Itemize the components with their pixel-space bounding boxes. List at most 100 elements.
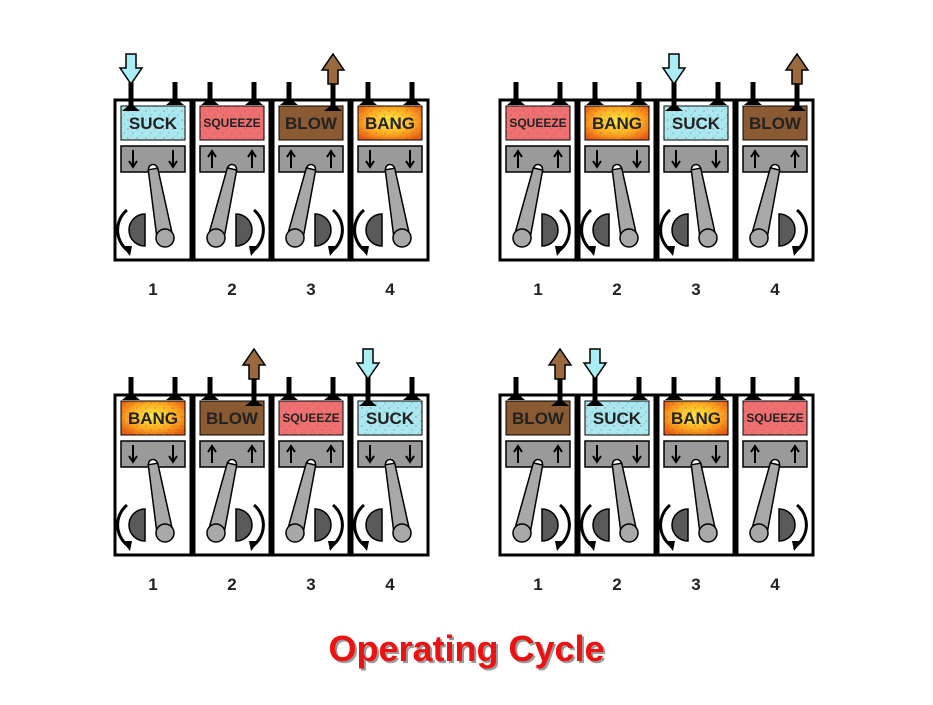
cylinder-number: 1 xyxy=(533,575,542,594)
chamber-blow xyxy=(199,400,265,436)
piston-arrow-left xyxy=(671,445,681,464)
piston-arrow-right xyxy=(632,150,642,169)
stroke-label: SUCK xyxy=(366,409,415,428)
cylinder-number: 2 xyxy=(612,280,621,299)
stroke-label: SUCK xyxy=(129,114,178,133)
piston-arrow-left xyxy=(128,150,138,169)
piston-arrow-left xyxy=(671,150,681,169)
chamber-speckle xyxy=(200,106,264,140)
intake-valve xyxy=(201,82,219,105)
rotation-arrowhead xyxy=(665,541,675,551)
piston-arrow-left xyxy=(207,444,217,463)
rotation-arrowhead xyxy=(586,541,596,551)
cylinder-number: 2 xyxy=(227,280,236,299)
stroke-label: BLOW xyxy=(749,114,802,133)
exhaust-valve xyxy=(403,377,421,400)
rotation-arrowhead xyxy=(555,246,565,256)
intake-flow-arrow xyxy=(118,53,144,86)
stroke-label: BLOW xyxy=(285,114,338,133)
piston-arrow-left xyxy=(750,444,760,463)
crank-counterweight xyxy=(541,508,559,542)
exhaust-valve xyxy=(245,82,263,105)
crank-pin xyxy=(206,228,226,248)
intake-flow-arrow xyxy=(355,348,381,381)
piston-arrow-left xyxy=(513,149,523,168)
piston-arrow-right xyxy=(168,445,178,464)
intake-valve xyxy=(744,82,762,105)
crank-counterweight xyxy=(671,508,689,542)
intake-valve xyxy=(122,377,140,400)
crank-pin xyxy=(619,523,639,543)
chamber-speckle xyxy=(664,106,728,140)
exhaust-valve xyxy=(709,82,727,105)
exhaust-valve xyxy=(245,377,263,406)
stroke-label: SQUEEZE xyxy=(282,411,339,425)
rotation-arrowhead xyxy=(122,541,132,551)
crank-counterweight xyxy=(365,508,383,542)
chamber-speckle xyxy=(743,401,807,435)
crank-counterweight xyxy=(592,213,610,247)
crank-counterweight xyxy=(671,213,689,247)
rotation-arrowhead xyxy=(586,246,596,256)
chamber-speckle xyxy=(279,401,343,435)
crank-pin xyxy=(512,228,532,248)
chamber-blow xyxy=(505,400,571,436)
rotation-arrowhead xyxy=(328,541,338,551)
piston-arrow-right xyxy=(790,444,800,463)
crank-pin xyxy=(749,523,769,543)
piston-arrow-left xyxy=(128,445,138,464)
stroke-label: BANG xyxy=(671,409,721,428)
chamber-speckle xyxy=(121,106,185,140)
exhaust-valve xyxy=(788,377,806,400)
intake-valve xyxy=(507,377,525,400)
rotation-arrowhead xyxy=(555,541,565,551)
intake-valve xyxy=(201,377,219,400)
piston xyxy=(584,440,650,468)
intake-valve xyxy=(586,377,604,406)
piston-arrow-left xyxy=(365,150,375,169)
stroke-label: BANG xyxy=(365,114,415,133)
crank-pin xyxy=(206,523,226,543)
crank-counterweight xyxy=(778,213,796,247)
stroke-label: SQUEEZE xyxy=(746,411,803,425)
crank-pin xyxy=(392,228,412,248)
exhaust-valve xyxy=(166,377,184,400)
cylinder-number: 1 xyxy=(148,575,157,594)
intake-valve xyxy=(122,82,140,111)
exhaust-flow-arrow xyxy=(547,347,573,380)
chamber-blow xyxy=(742,105,808,141)
piston-arrow-left xyxy=(592,445,602,464)
crank-counterweight xyxy=(128,213,146,247)
chamber-speckle xyxy=(506,106,570,140)
rotation-arrowhead xyxy=(249,541,259,551)
chamber-blow xyxy=(278,105,344,141)
crank-counterweight xyxy=(314,213,332,247)
piston-arrow-right xyxy=(711,445,721,464)
rotation-arrowhead xyxy=(792,246,802,256)
intake-valve xyxy=(359,82,377,105)
crank-pin xyxy=(155,228,175,248)
crank-counterweight xyxy=(592,508,610,542)
piston-arrow-left xyxy=(286,149,296,168)
rotation-arrowhead xyxy=(359,246,369,256)
crank-counterweight xyxy=(541,213,559,247)
intake-flow-arrow xyxy=(661,53,687,86)
intake-valve xyxy=(280,377,298,400)
crank-pin xyxy=(619,228,639,248)
cylinder-number: 4 xyxy=(770,280,780,299)
exhaust-valve xyxy=(709,377,727,400)
